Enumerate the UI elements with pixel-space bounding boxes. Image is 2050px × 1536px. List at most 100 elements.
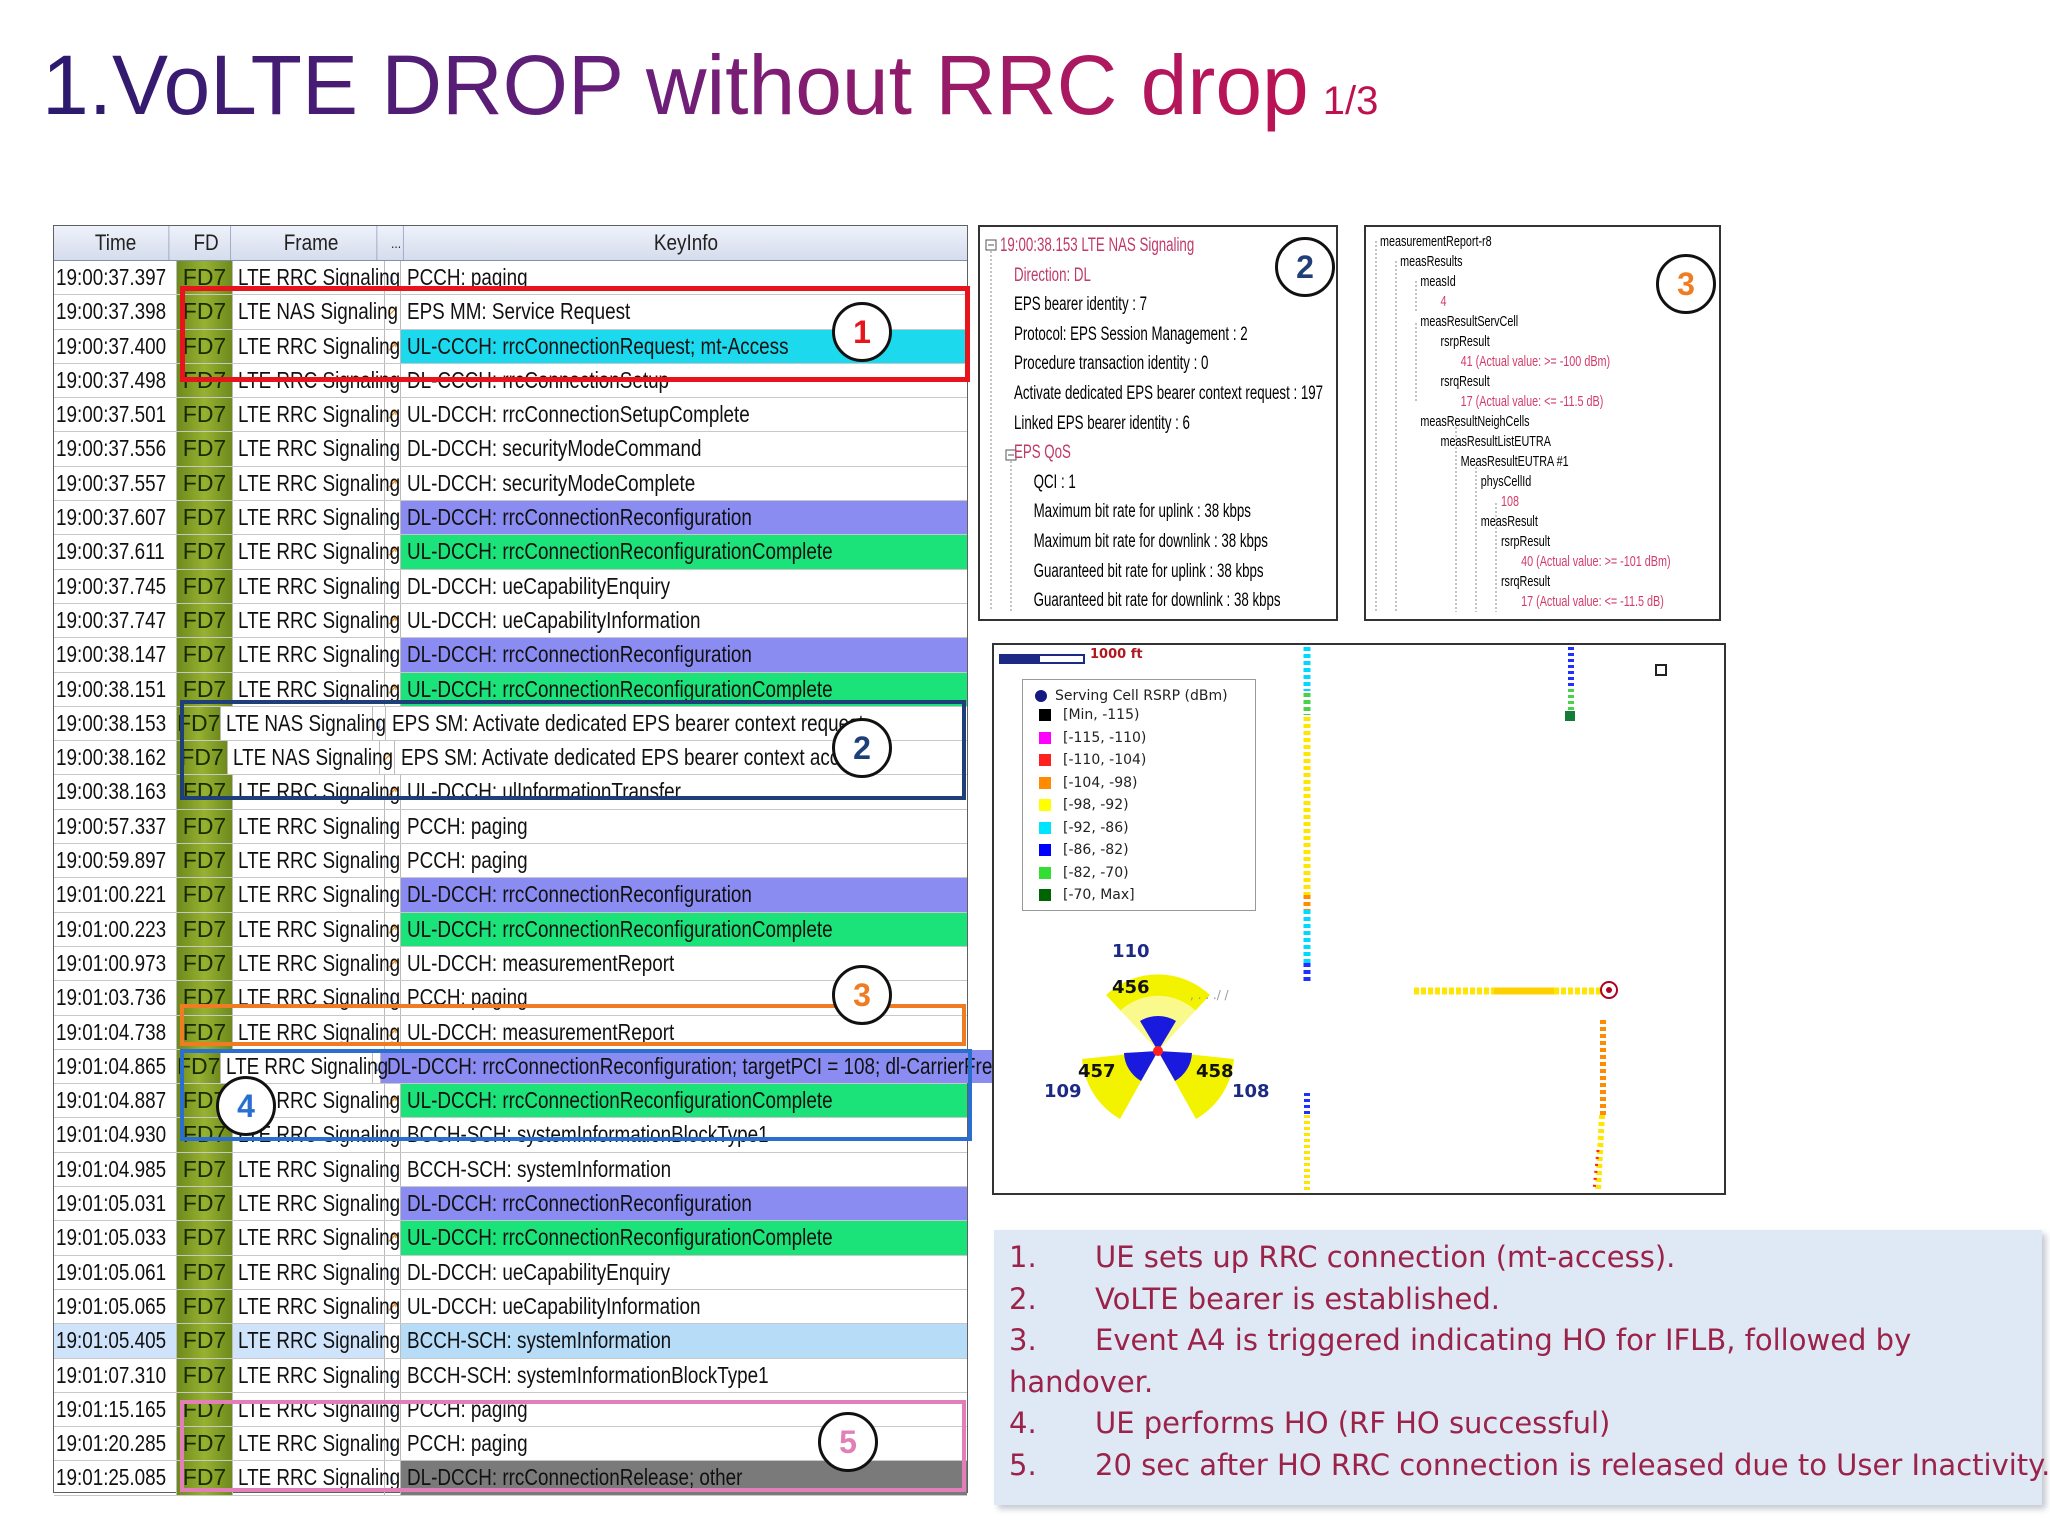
legend-swatch — [1039, 776, 1051, 789]
direction-arrow-icon: ↗ — [385, 946, 401, 981]
meas-line[interactable]: rsrqResult — [1500, 573, 1551, 590]
meas-line[interactable]: measId — [1420, 273, 1456, 290]
nas-line[interactable]: Activate dedicated EPS bearer context re… — [1014, 382, 1324, 404]
meas-line[interactable]: physCellId — [1480, 473, 1532, 490]
meas-line[interactable]: measResults — [1400, 253, 1463, 270]
nas-line[interactable]: EPS bearer identity : 7 — [1014, 294, 1148, 316]
nas-message-detail-panel: 19:00:38.153 LTE NAS Signaling Direction… — [978, 225, 1338, 621]
cell-fd: FD7 — [177, 398, 233, 432]
cell-time: 19:00:37.611 — [54, 535, 177, 569]
nas-line[interactable]: Protocol: EPS Session Management : 2 — [1014, 323, 1248, 345]
cell-keyinfo: BCCH-SCH: systemInformation — [401, 1324, 967, 1358]
meas-line[interactable]: 17 (Actual value: <= -11.5 dB) — [1460, 393, 1604, 410]
column-header-keyinfo[interactable]: KeyInfo — [653, 230, 719, 255]
nas-line[interactable]: Guaranteed bit rate for uplink : 38 kbps — [1033, 560, 1264, 582]
direction-arrow-icon: ↗ — [385, 535, 401, 569]
nas-line[interactable]: Linked EPS bearer identity : 6 — [1014, 412, 1190, 434]
nas-line[interactable]: Procedure transaction identity : 0 — [1014, 353, 1209, 375]
legend-label: [-110, -104) — [1063, 752, 1147, 769]
note-line: 2.VoLTE bearer is established. — [1009, 1282, 1500, 1316]
meas-line[interactable]: measResultNeighCells — [1420, 413, 1530, 430]
meas-line[interactable]: rsrpResult — [1440, 333, 1490, 350]
nas-line[interactable]: EPS QoS — [1014, 442, 1071, 464]
nas-line[interactable]: Direction: DL — [1014, 264, 1091, 286]
note-text: UE sets up RRC connection (mt-access). — [1095, 1240, 1676, 1274]
meas-line[interactable]: MeasResultEUTRA #1 — [1460, 453, 1569, 470]
meas-line[interactable]: 40 (Actual value: >= -101 dBm) — [1521, 553, 1671, 570]
cell-keyinfo: UL-CCCH: rrcConnectionRequest; mt-Access — [401, 329, 967, 363]
meas-line[interactable]: rsrpResult — [1500, 533, 1551, 550]
cell-time: 19:01:05.065 — [54, 1289, 177, 1324]
meas-line[interactable]: measResultServCell — [1420, 313, 1519, 330]
cell-fd: FD7 — [177, 706, 222, 741]
nas-line[interactable]: Guaranteed bit rate for downlink : 38 kb… — [1033, 590, 1281, 612]
cell-frame: LTE RRC Signaling — [233, 1221, 400, 1255]
meas-line[interactable]: measurementReport-r8 — [1380, 233, 1492, 250]
cell-keyinfo: DL-DCCH: rrcConnectionReconfiguration — [401, 501, 967, 535]
meas-line[interactable]: 108 — [1500, 493, 1519, 510]
direction-arrow-icon: ↓ — [385, 1187, 401, 1221]
note-number: 2. — [1009, 1281, 1037, 1316]
column-header-time[interactable]: Time — [63, 226, 170, 260]
column-header-frame[interactable]: Frame — [246, 226, 378, 260]
column-header-direction[interactable]: ... — [389, 226, 404, 260]
direction-arrow-icon: ↗ — [385, 603, 401, 638]
meas-line[interactable]: 41 (Actual value: >= -100 dBm) — [1460, 353, 1611, 370]
cell-keyinfo: DL-DCCH: ueCapabilityEnquiry — [407, 1258, 671, 1285]
meas-line[interactable]: measResultListEUTRA — [1440, 433, 1551, 450]
nas-line[interactable]: QCI : 1 — [1033, 471, 1076, 493]
marker-5: 5 — [818, 1412, 878, 1472]
meas-line[interactable]: 17 (Actual value: <= -11.5 dB) — [1521, 593, 1664, 610]
meas-line[interactable]: 4 — [1440, 293, 1447, 310]
meas-line[interactable]: rsrqResult — [1440, 373, 1490, 390]
drive-test-map[interactable]: , . . ./ / 1000 ft Serving Cell RSRP (dB… — [992, 643, 1726, 1195]
meas-line[interactable]: measResult — [1480, 513, 1538, 530]
nas-line[interactable]: Maximum bit rate for uplink : 38 kbps — [1033, 501, 1251, 523]
cell-time: 19:01:25.085 — [54, 1461, 177, 1495]
column-header-fd[interactable]: FD — [182, 226, 232, 260]
notes-box: 1.UE sets up RRC connection (mt-access).… — [994, 1230, 2050, 1505]
legend-item: [-92, -86) — [1023, 817, 1255, 840]
direction-arrow-icon: ↓ — [373, 1049, 382, 1084]
cell-fd: FD7 — [177, 603, 233, 638]
cell-keyinfo: DL-DCCH: rrcConnectionReconfiguration — [401, 1187, 967, 1221]
nas-line[interactable]: Maximum bit rate for downlink : 38 kbps — [1033, 530, 1268, 552]
cell-label-109: 109 — [1044, 1081, 1082, 1102]
nas-line[interactable]: 19:00:38.153 LTE NAS Signaling — [1000, 235, 1195, 256]
direction-arrow-icon: ↗ — [385, 1289, 401, 1324]
